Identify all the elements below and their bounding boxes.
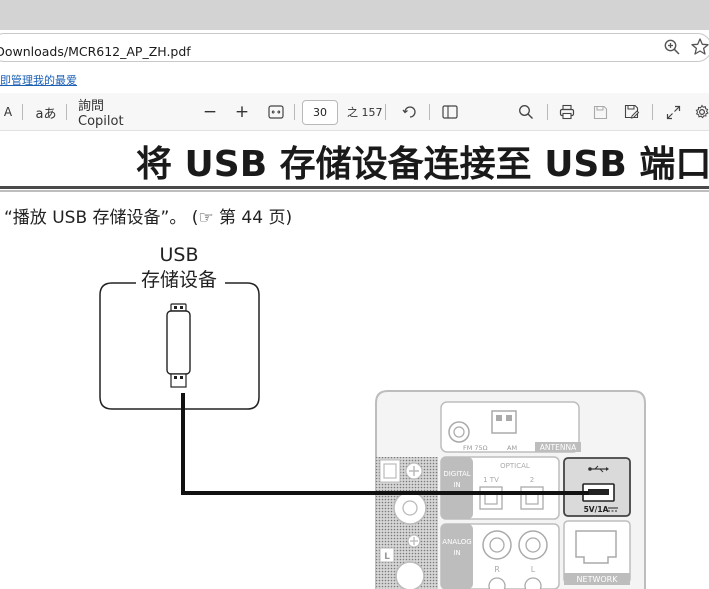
pdf-toolbar: A aあ 詢問 Copilot − + 30 之 157 bbox=[0, 93, 709, 131]
url-field[interactable]: /Downloads/MCR612_AP_ZH.pdf bbox=[0, 33, 709, 62]
r-label: R bbox=[494, 565, 500, 574]
search-button[interactable] bbox=[516, 93, 536, 131]
manage-favorites-link[interactable]: 即管理我的最爱 bbox=[0, 74, 77, 87]
usb-device-box bbox=[99, 282, 260, 410]
toolbar-divider bbox=[66, 104, 67, 120]
page-view-icon bbox=[442, 105, 458, 119]
copilot-label: 詢問 Copilot bbox=[78, 99, 124, 129]
zoom-in-toolbar-icon: + bbox=[234, 102, 250, 122]
favorites-bar: 即管理我的最爱 bbox=[0, 67, 709, 93]
toolbar-divider bbox=[22, 104, 23, 120]
zoom-in-icon[interactable] bbox=[663, 38, 681, 56]
page-total: 之 157 bbox=[347, 106, 383, 119]
device-label-line2: 存储设备 bbox=[141, 269, 217, 291]
l-label: L bbox=[384, 552, 390, 562]
text-options-label: aあ bbox=[35, 106, 57, 122]
page-number-input[interactable]: 30 bbox=[302, 100, 338, 125]
read-aloud-button[interactable]: A bbox=[0, 93, 16, 131]
save-as-button[interactable] bbox=[622, 93, 642, 131]
heading-rule bbox=[0, 186, 709, 189]
digital-label-1: DIGITAL bbox=[443, 470, 470, 478]
toolbar-divider bbox=[294, 104, 295, 120]
print-icon bbox=[559, 104, 575, 120]
settings-icon bbox=[695, 104, 709, 119]
fullscreen-icon bbox=[666, 105, 680, 119]
rotate-button[interactable] bbox=[400, 93, 420, 131]
usb-stick-icon bbox=[166, 303, 191, 388]
print-button[interactable] bbox=[557, 93, 577, 131]
antenna-label: ANTENNA bbox=[540, 443, 577, 452]
save-icon bbox=[593, 105, 607, 119]
address-bar: /Downloads/MCR612_AP_ZH.pdf bbox=[0, 30, 709, 67]
analog-label-1: ANALOG bbox=[442, 538, 471, 546]
heading-rule-shadow bbox=[0, 190, 709, 192]
analog-label-2: IN bbox=[453, 549, 460, 557]
instruction-text: “播放 USB 存储设备”。 (☞ 第 44 页) bbox=[4, 208, 293, 228]
device-label-line1: USB bbox=[159, 244, 198, 266]
zoom-out-button[interactable]: − bbox=[202, 93, 218, 131]
am-label: AM bbox=[507, 444, 517, 452]
toolbar-divider bbox=[429, 104, 430, 120]
settings-button[interactable] bbox=[692, 93, 709, 131]
rotate-icon bbox=[402, 106, 416, 118]
fit-page-button[interactable] bbox=[266, 93, 286, 131]
fit-page-icon bbox=[268, 105, 284, 119]
digital-label-2: IN bbox=[453, 481, 460, 489]
toolbar-divider bbox=[652, 104, 653, 120]
zoom-in-button[interactable]: + bbox=[234, 93, 250, 131]
optical-2-label: 2 bbox=[530, 476, 534, 484]
rear-panel: FM 75Ω AM ANTENNA L DIGITAL IN OPTIC bbox=[375, 390, 646, 589]
optical-tv-label: 1 TV bbox=[483, 476, 499, 484]
toolbar-divider bbox=[385, 104, 386, 120]
page-heading: 将 USB 存储设备连接至 USB 端口 bbox=[136, 144, 709, 185]
network-label: NETWORK bbox=[577, 575, 619, 584]
connection-diagram: USB 存储设备 FM 75Ω AM ANTENNA bbox=[99, 244, 646, 589]
url-text[interactable]: /Downloads/MCR612_AP_ZH.pdf bbox=[0, 44, 191, 59]
read-aloud-icon: A bbox=[3, 105, 13, 119]
save-as-icon bbox=[624, 104, 640, 119]
l-label-analog: L bbox=[531, 565, 536, 574]
toolbar-divider bbox=[547, 104, 548, 120]
zoom-out-icon: − bbox=[202, 102, 218, 122]
fullscreen-button[interactable] bbox=[663, 93, 683, 131]
search-icon bbox=[519, 105, 533, 119]
page-view-button[interactable] bbox=[440, 93, 460, 131]
copilot-button[interactable]: 詢問 Copilot bbox=[78, 93, 152, 131]
save-button[interactable] bbox=[590, 93, 610, 131]
optical-label: OPTICAL bbox=[500, 462, 530, 470]
favorite-star-icon[interactable] bbox=[690, 37, 709, 57]
pdf-page: 将 USB 存储设备连接至 USB 端口 “播放 USB 存储设备”。 (☞ 第… bbox=[0, 131, 709, 589]
text-options-button[interactable]: aあ bbox=[33, 93, 59, 131]
browser-tab-strip bbox=[0, 0, 709, 30]
usb-cable bbox=[181, 393, 589, 495]
usb-rating-label: 5V/1A bbox=[584, 505, 609, 514]
usb-symbol-icon bbox=[588, 465, 609, 473]
fm-label: FM 75Ω bbox=[463, 444, 488, 452]
